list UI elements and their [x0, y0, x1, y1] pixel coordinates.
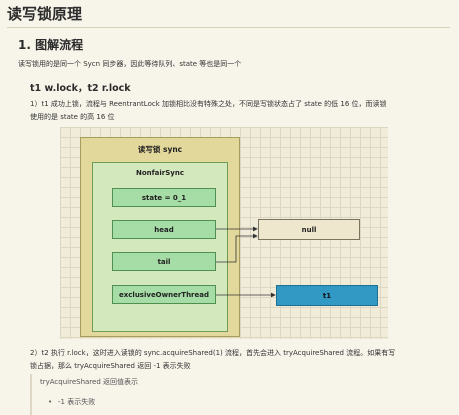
- step2-text-line1: 2）t2 执行 r.lock，这时进入读锁的 sync.acquireShare…: [30, 349, 396, 357]
- thread-t1-node: t1: [276, 285, 378, 306]
- step1-text-line2: 使用的是 state 的高 16 位: [30, 113, 115, 121]
- note-quote-bar: [30, 374, 32, 415]
- tail-field: tail: [112, 252, 216, 271]
- state-field: state = 0_1: [112, 188, 216, 207]
- null-node: null: [258, 219, 360, 240]
- section-intro: 读写锁用的是同一个 Sycn 同步器，因此等待队列、state 等也是同一个: [18, 60, 242, 68]
- section-heading: 1. 图解流程: [18, 38, 84, 52]
- step2-text-line2: 锁占据，那么 tryAcquireShared 返回 -1 表示失败: [30, 362, 191, 370]
- page-title: 读写锁原理: [7, 5, 83, 23]
- step1-text-line1: 1）t1 成功上锁，流程与 ReentrantLock 加锁相比没有特殊之处，不…: [30, 100, 387, 108]
- exclusive-owner-thread-field: exclusiveOwnerThread: [112, 285, 216, 304]
- step1-heading: t1 w.lock，t2 r.lock: [30, 83, 131, 94]
- head-field: head: [112, 220, 216, 239]
- note-item-bullet: •: [48, 398, 53, 406]
- note-title: tryAcquireShared 返回值表示: [40, 378, 139, 386]
- title-divider: [7, 27, 450, 28]
- note-item-1: -1 表示失败: [58, 398, 96, 406]
